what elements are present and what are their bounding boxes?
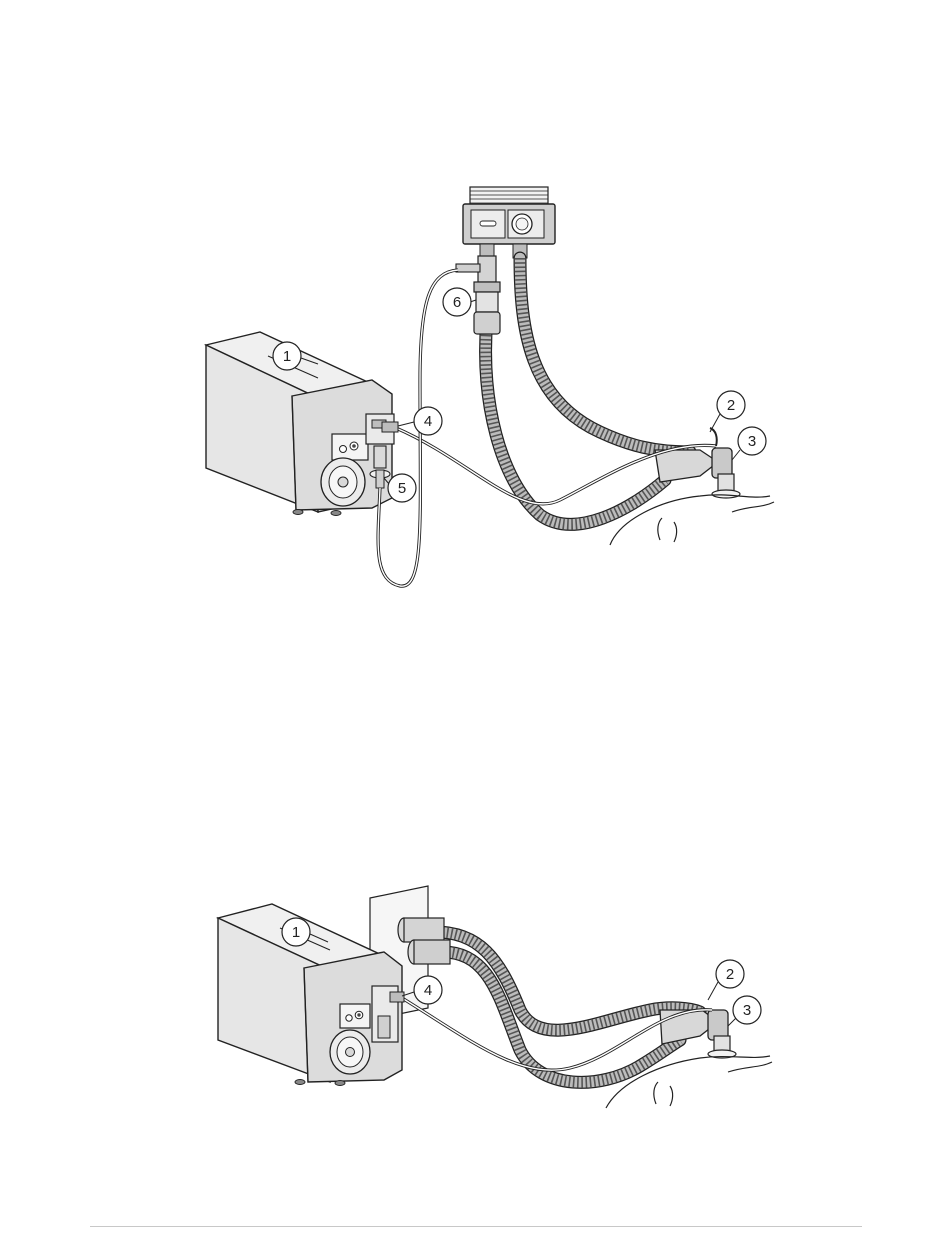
callout-2: 2 xyxy=(710,391,745,432)
callout-6: 6 xyxy=(443,288,476,316)
callout-3-label: 3 xyxy=(748,433,756,450)
footer-rule xyxy=(90,1226,862,1227)
ventilator-unit xyxy=(463,187,555,258)
figure-top-drawing: 1 2 3 4 5 6 xyxy=(0,170,950,610)
callout-3-bottom: 3 xyxy=(728,996,761,1026)
callout-1-bottom-label: 1 xyxy=(292,924,300,941)
y-piece xyxy=(655,448,740,498)
figure-bottom-drawing: 1 2 3 4 xyxy=(0,880,950,1130)
callout-1-label: 1 xyxy=(283,348,291,365)
callout-2-label: 2 xyxy=(727,397,735,414)
breathing-hose-upper xyxy=(430,932,700,1030)
callout-3-bottom-label: 3 xyxy=(743,1002,751,1019)
sampling-connector xyxy=(382,422,398,432)
callout-2-bottom: 2 xyxy=(708,960,744,1000)
callout-3: 3 xyxy=(732,427,766,460)
figure-bottom-direct-connection: 1 2 3 4 xyxy=(0,880,950,1130)
breathing-hose-inspiratory xyxy=(520,258,690,452)
figure-top-connection-with-water-trap: 1 2 3 4 5 6 xyxy=(0,170,950,610)
ventilator-top-grille xyxy=(470,187,548,205)
callout-5-label: 5 xyxy=(398,480,406,497)
callout-6-label: 6 xyxy=(453,294,461,311)
callout-4-bottom-label: 4 xyxy=(424,982,432,999)
callout-2-bottom-label: 2 xyxy=(726,966,734,983)
callout-4-label: 4 xyxy=(424,413,432,430)
